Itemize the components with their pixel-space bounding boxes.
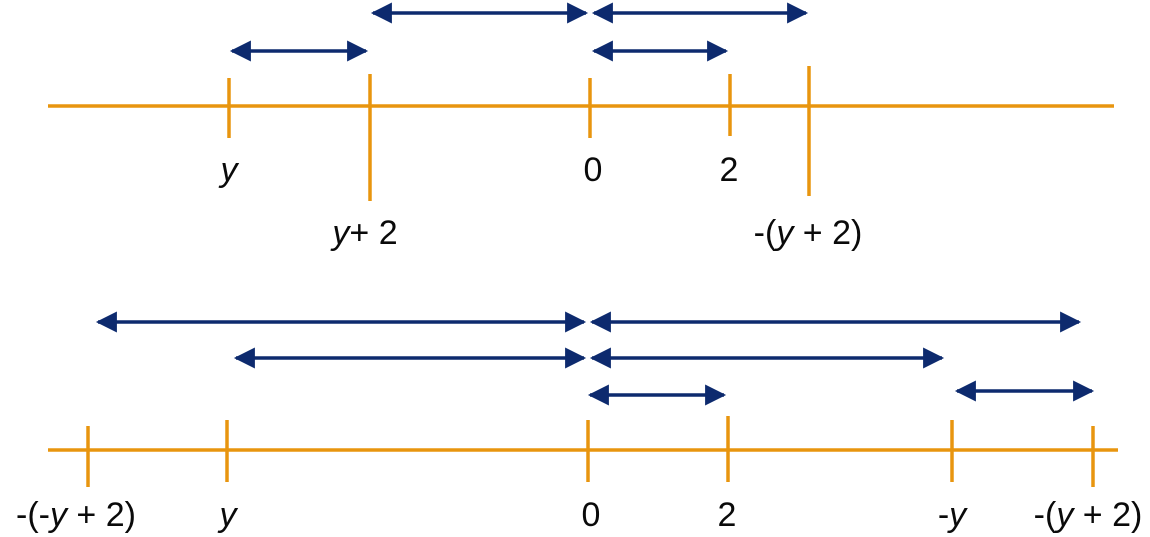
top-number-line	[48, 66, 1114, 201]
top-label-neg-y-plus-2: -(y + 2)	[754, 214, 863, 252]
top-arrows	[229, 2, 809, 62]
bottom-number-line	[48, 416, 1118, 487]
bottom-label-neg-neg-y-plus-2: -(-y + 2)	[16, 496, 136, 534]
bottom-label-neg-y-plus-2: -(y + 2)	[1034, 496, 1143, 534]
bottom-label-y: y	[218, 496, 239, 534]
bottom-label-two: 2	[718, 496, 737, 534]
bottom-label-zero: 0	[582, 496, 601, 534]
top-labels: y y+ 2 0 2 -(y + 2)	[219, 151, 863, 252]
top-label-y-plus-2: y+ 2	[330, 214, 397, 252]
top-label-y: y	[219, 151, 240, 189]
top-label-two: 2	[720, 151, 739, 189]
top-label-zero: 0	[584, 151, 603, 189]
bottom-arrows	[95, 311, 1095, 406]
bottom-label-neg-y: -y	[938, 496, 968, 534]
bottom-labels: -(-y + 2) y 0 2 -y -(y + 2)	[16, 496, 1142, 534]
